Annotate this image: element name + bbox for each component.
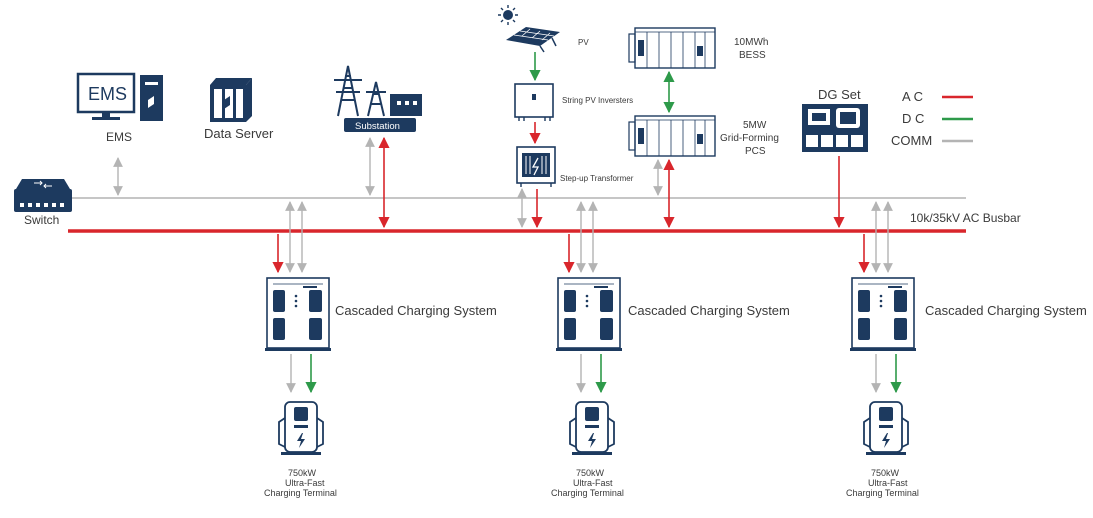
- pv-label: PV: [578, 38, 589, 47]
- terminal-2-label-3: Charging Terminal: [551, 488, 624, 498]
- legend-dc-label: D C: [902, 111, 924, 126]
- legend-ac-label: A C: [902, 89, 923, 104]
- charging-terminal-2-icon: [569, 401, 615, 456]
- terminal-2-label-1: 750kW: [576, 468, 605, 478]
- dg-set-icon: [802, 104, 868, 152]
- charging-system-2-label: Cascaded Charging System: [628, 303, 790, 318]
- step-up-label: Step-up Transformer: [560, 174, 634, 183]
- pv-panel-icon: [506, 27, 560, 53]
- terminal-1-label-3: Charging Terminal: [264, 488, 337, 498]
- pcs-label-3: PCS: [745, 146, 766, 157]
- charging-terminal-1-icon: [278, 401, 324, 456]
- pcs-label-1: 5MW: [743, 120, 767, 131]
- charging-system-3: Cascaded Charging System 750kW Ultra-Fas…: [846, 201, 1087, 498]
- legend-comm-label: COMM: [891, 133, 932, 148]
- busbar-label: 10k/35kV AC Busbar: [910, 211, 1021, 225]
- switch-icon: [14, 179, 72, 212]
- ems-label: EMS: [106, 130, 132, 144]
- charging-cabinet-1-icon: [264, 277, 332, 352]
- terminal-2-label-2: Ultra-Fast: [573, 478, 613, 488]
- substation-icon: [334, 65, 422, 132]
- string-pv-inverter-icon: [514, 83, 554, 121]
- legend: A C D C COMM: [891, 89, 973, 148]
- charging-system-1-label: Cascaded Charging System: [335, 303, 497, 318]
- switch-label: Switch: [24, 213, 59, 227]
- charging-system-3-label: Cascaded Charging System: [925, 303, 1087, 318]
- ems-monitor-icon: [76, 72, 163, 121]
- charging-cabinet-3-icon: [849, 277, 917, 352]
- pcs-label-2: Grid-Forming: [720, 133, 779, 144]
- ems-screen-text: EMS: [88, 84, 127, 104]
- terminal-3-label-3: Charging Terminal: [846, 488, 919, 498]
- string-pv-label: String PV Inversters: [562, 96, 633, 105]
- dg-set-label: DG Set: [818, 87, 861, 102]
- charging-terminal-3-icon: [863, 401, 909, 456]
- data-server-icon: [210, 78, 252, 122]
- terminal-3-label-1: 750kW: [871, 468, 900, 478]
- terminal-3-label-2: Ultra-Fast: [868, 478, 908, 488]
- terminal-1-label-1: 750kW: [288, 468, 317, 478]
- charging-system-1: Cascaded Charging System 750kW Ultra-Fas…: [264, 201, 497, 498]
- charging-cabinet-2-icon: [555, 277, 623, 352]
- terminal-1-label-2: Ultra-Fast: [285, 478, 325, 488]
- bess-container-icon: [628, 27, 716, 69]
- pcs-container-icon: [628, 115, 716, 157]
- bess-label-2: BESS: [739, 50, 766, 61]
- substation-label: Substation: [355, 121, 400, 132]
- sun-icon: [498, 5, 518, 25]
- step-up-transformer-icon: [516, 146, 556, 187]
- data-server-label: Data Server: [204, 126, 274, 141]
- charging-system-2: Cascaded Charging System 750kW Ultra-Fas…: [551, 201, 790, 498]
- bess-label-1: 10MWh: [734, 37, 768, 48]
